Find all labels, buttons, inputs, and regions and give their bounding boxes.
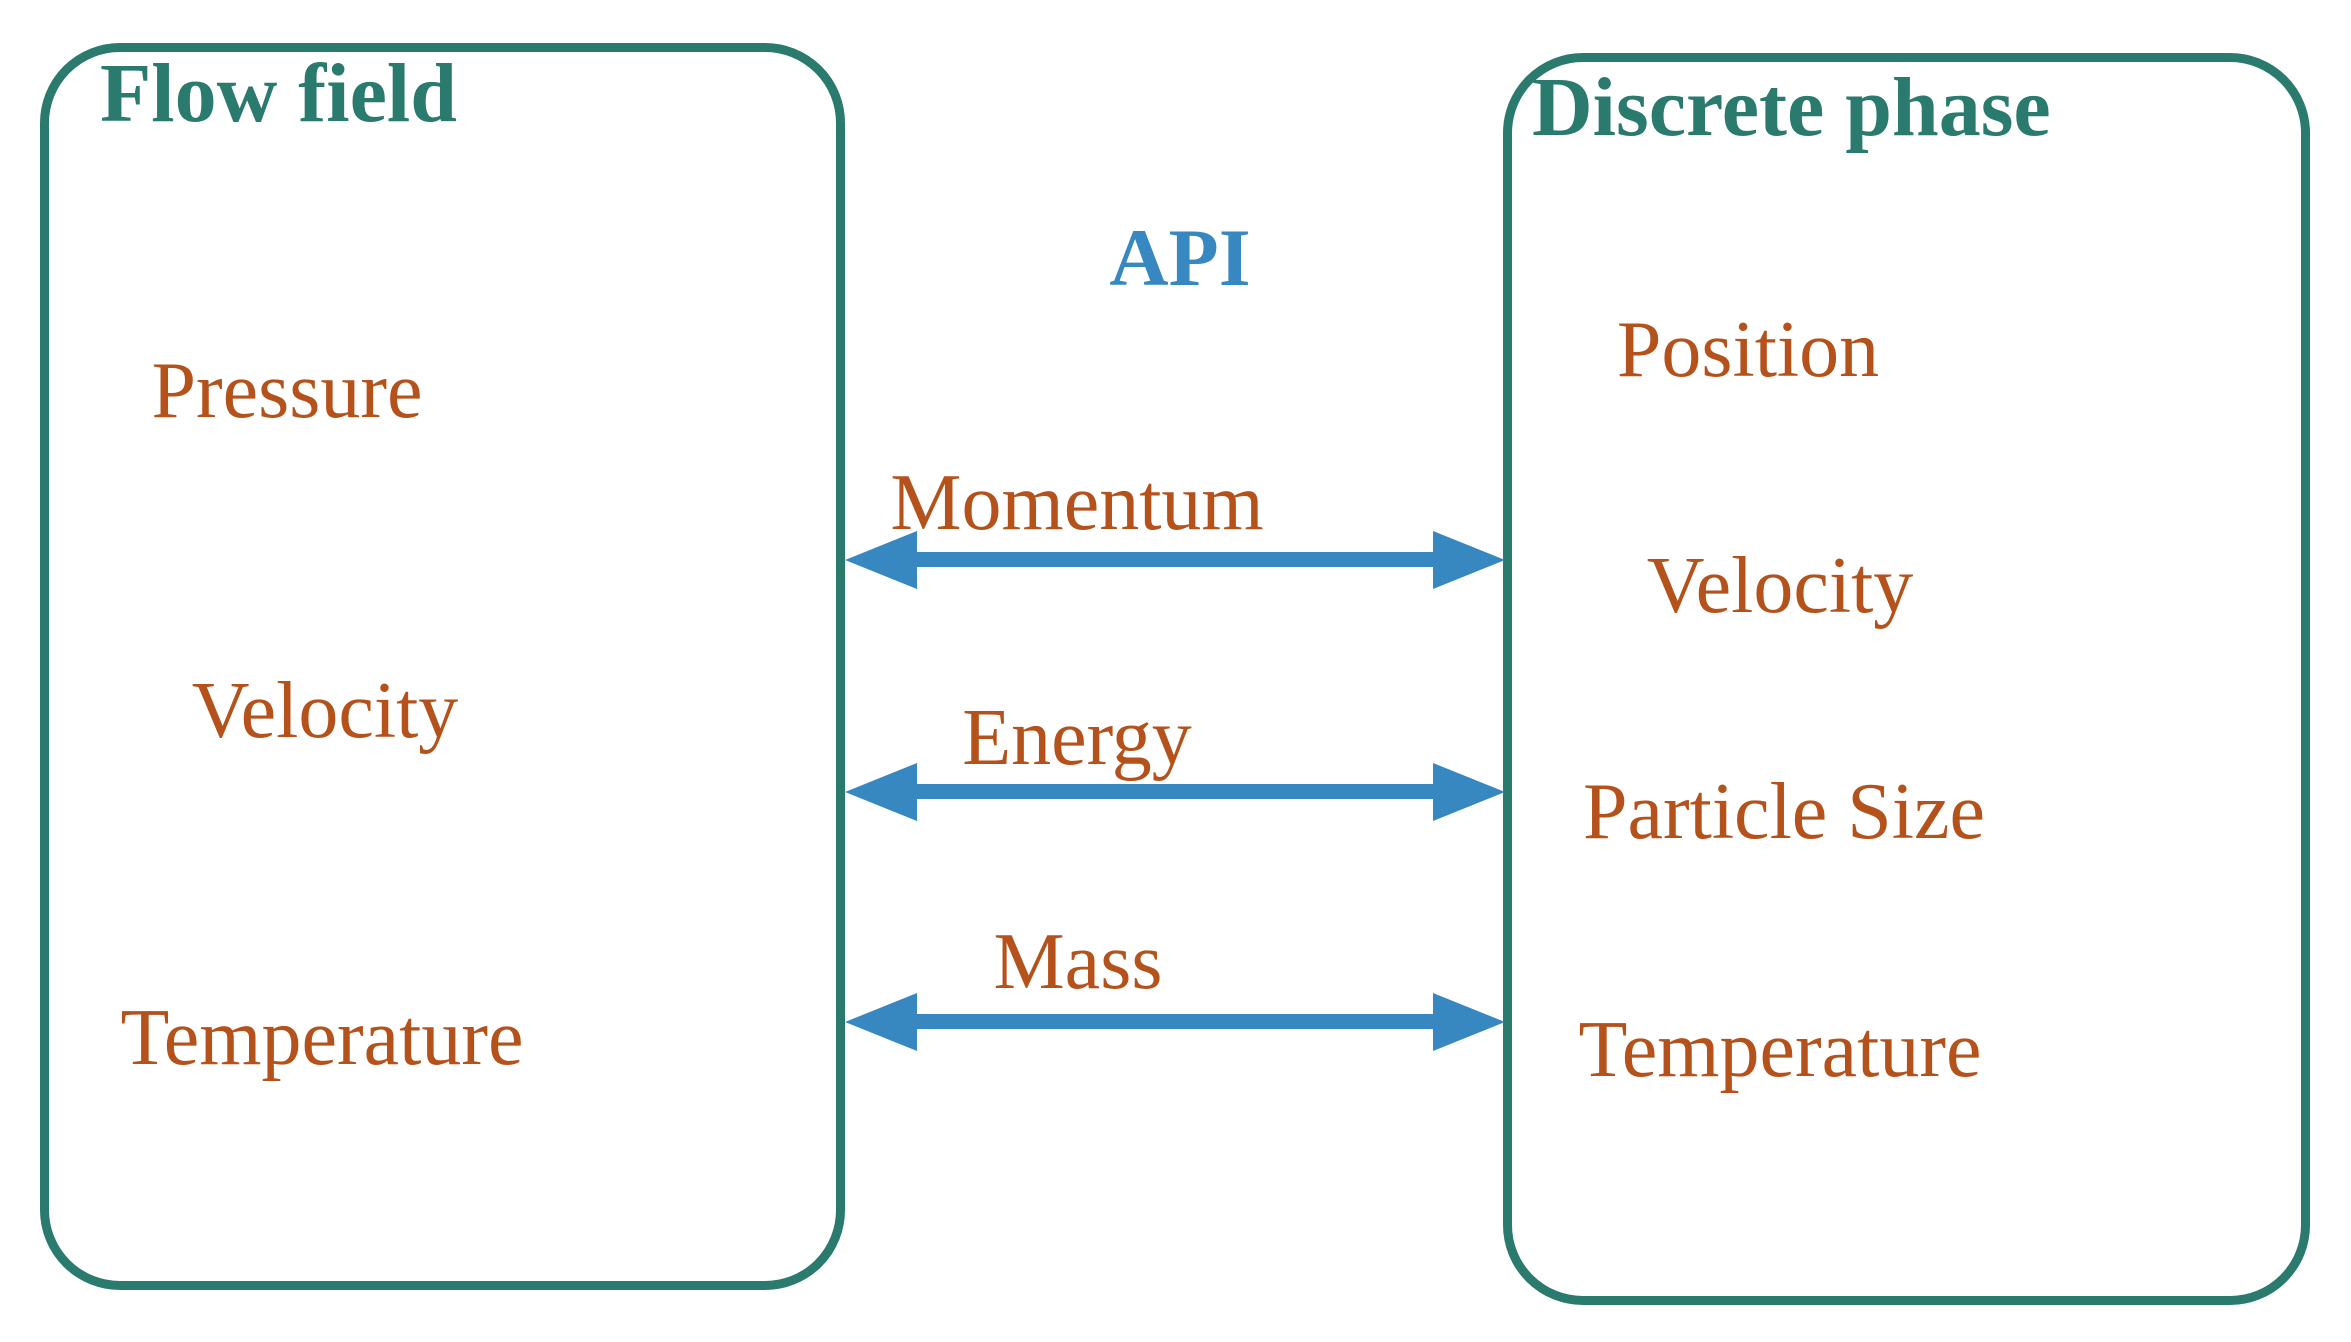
flow-item-temperature: Temperature xyxy=(120,994,524,1082)
flow-field-title: Flow field xyxy=(100,47,457,140)
mass-link-label: Mass xyxy=(993,918,1163,1006)
momentum-link-label: Momentum xyxy=(890,459,1264,547)
discrete-phase-box xyxy=(1503,53,2310,1305)
discrete-item-position: Position xyxy=(1616,306,1880,394)
discrete-phase-title: Discrete phase xyxy=(1532,61,2051,154)
energy-link-label: Energy xyxy=(962,694,1192,782)
flow-field-box xyxy=(40,43,845,1290)
arrow-shaft xyxy=(903,1014,1447,1029)
flow-item-velocity: Velocity xyxy=(191,667,459,755)
discrete-item-velocity: Velocity xyxy=(1646,542,1914,630)
momentum-double-arrow-icon xyxy=(845,531,1505,589)
arrow-right-head-icon xyxy=(1433,531,1505,589)
discrete-item-temperature: Temperature xyxy=(1578,1006,1982,1094)
mass-double-arrow-icon xyxy=(845,993,1505,1051)
energy-double-arrow-icon xyxy=(845,763,1505,821)
arrow-shaft xyxy=(903,552,1447,567)
flow-item-pressure: Pressure xyxy=(151,347,423,435)
arrow-shaft xyxy=(903,784,1447,799)
arrow-right-head-icon xyxy=(1433,993,1505,1051)
discrete-item-particle-size: Particle Size xyxy=(1582,768,1986,856)
arrow-right-head-icon xyxy=(1433,763,1505,821)
api-label: API xyxy=(1109,212,1251,303)
